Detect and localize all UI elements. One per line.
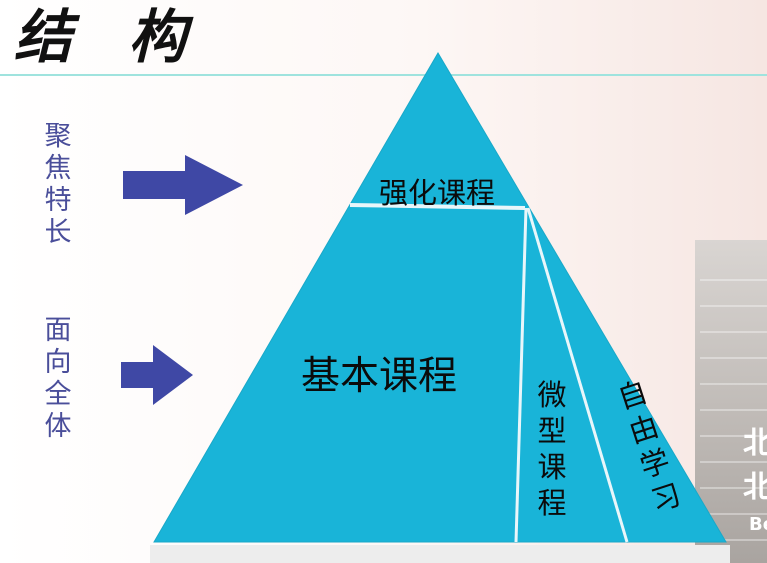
arrow-right-icon [123, 155, 243, 215]
page-title: 结 构 [14, 3, 205, 71]
top-divider-line [349, 203, 526, 210]
label-main-course: 基本课程 [301, 354, 458, 399]
side-label-focus: 聚焦特长 [44, 121, 72, 248]
title-divider [0, 74, 767, 76]
building-sign-latin: Be [749, 514, 767, 535]
label-micro-course: 微型课程 [537, 378, 567, 520]
building-windows [700, 255, 767, 555]
micro-left-divider [514, 207, 528, 543]
building-sign-char-1: 北 [743, 426, 767, 461]
base-shadow [150, 545, 730, 563]
micro-right-divider [526, 207, 629, 543]
pyramid-shape [153, 52, 727, 543]
building-sign-char-2: 北 [743, 470, 767, 505]
arrow-right-icon [121, 345, 193, 405]
label-top-course: 强化课程 [379, 176, 496, 210]
side-label-all: 面向全体 [44, 315, 72, 442]
